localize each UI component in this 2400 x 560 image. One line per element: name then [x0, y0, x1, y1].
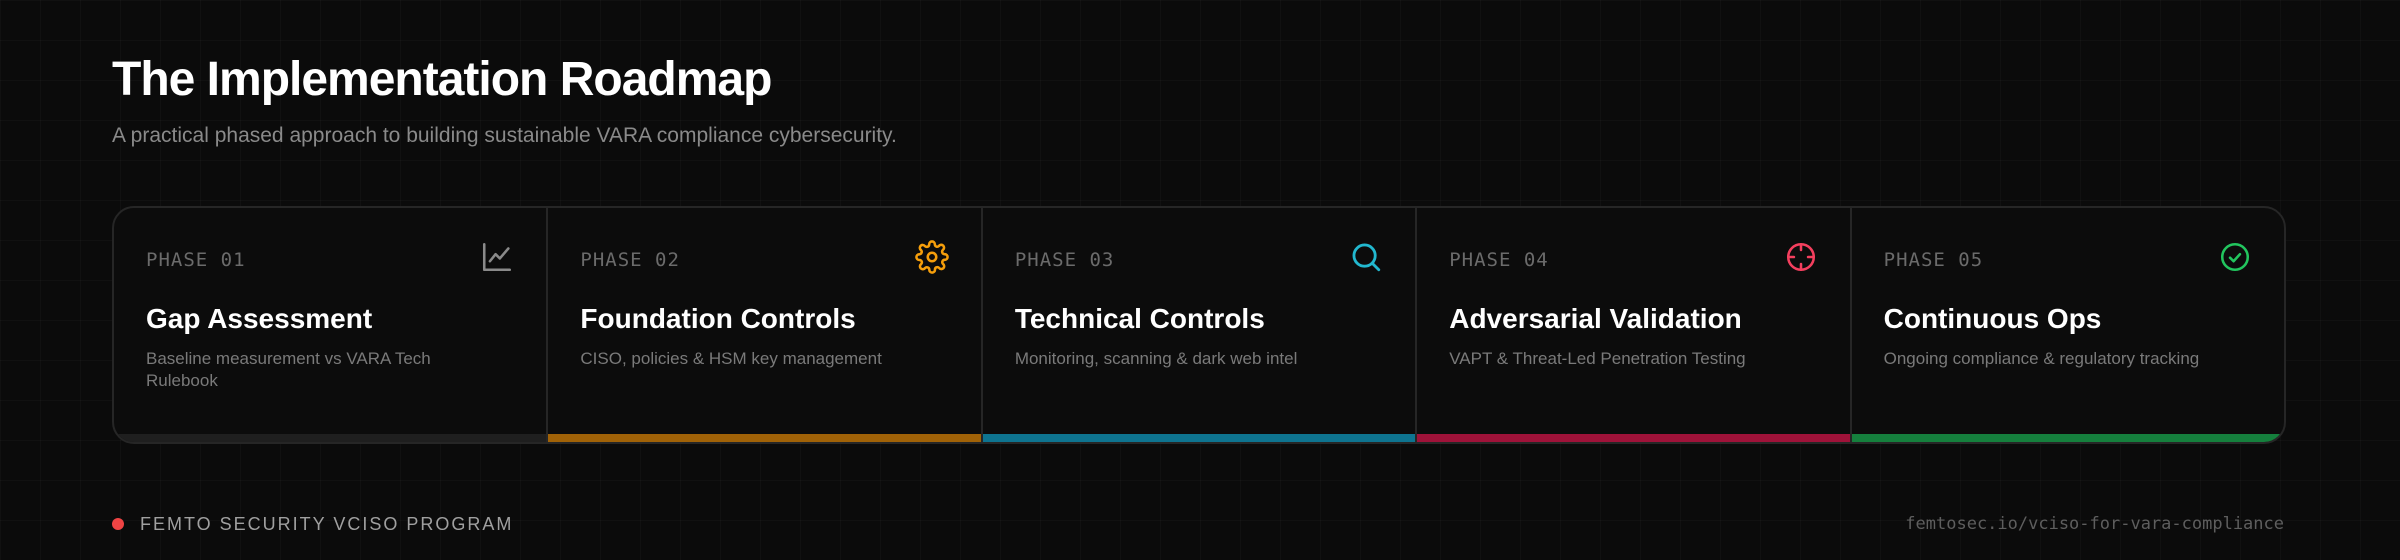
phase-card-5: PHASE 05 Continuous Ops Ongoing complian… — [1851, 208, 2284, 442]
footer-brand: FEMTO SECURITY VCISO PROGRAM — [112, 512, 513, 536]
footer-label: FEMTO SECURITY VCISO PROGRAM — [140, 514, 514, 534]
phase-number: PHASE 02 — [580, 249, 680, 271]
phase-progress-bar — [1851, 434, 2284, 442]
chart-line-icon — [480, 240, 514, 274]
phase-progress-bar — [982, 434, 1416, 442]
phase-number: PHASE 01 — [146, 249, 246, 271]
phase-card-3: PHASE 03 Technical Controls Monitoring, … — [982, 208, 1418, 442]
footer-url: femtosec.io/vciso-for-vara-compliance — [1905, 514, 2284, 534]
page-header: The Implementation Roadmap A practical p… — [112, 52, 897, 150]
phase-description: CISO, policies & HSM key management — [580, 349, 882, 368]
phase-description: VAPT & Threat-Led Penetration Testing — [1449, 349, 1746, 368]
phase-progress-bar — [548, 434, 981, 442]
phase-title: Continuous Ops — [1883, 303, 2102, 334]
phase-number: PHASE 05 — [1883, 249, 1984, 271]
phase-number: PHASE 04 — [1449, 249, 1549, 271]
phase-number: PHASE 03 — [1014, 249, 1115, 271]
phase-title: Gap Assessment — [146, 303, 373, 334]
search-icon — [1349, 240, 1383, 274]
phase-title: Adversarial Validation — [1449, 303, 1742, 334]
phase-card-4: PHASE 04 Adversarial Validation VAPT & T… — [1417, 208, 1852, 442]
phase-card-1: PHASE 01 Gap Assessment Baseline measure… — [114, 208, 549, 442]
page-subtitle: A practical phased approach to building … — [112, 124, 897, 147]
phase-description: Monitoring, scanning & dark web intel — [1014, 349, 1298, 368]
phase-description: Ongoing compliance & regulatory tracking — [1883, 349, 2200, 368]
page-title: The Implementation Roadmap — [112, 53, 772, 106]
gear-icon — [915, 240, 949, 274]
phase-title: Technical Controls — [1014, 303, 1265, 334]
status-dot — [112, 518, 124, 530]
check-circle-icon — [2218, 240, 2252, 274]
phase-progress-bar — [1417, 434, 1850, 442]
phase-card-2: PHASE 02 Foundation Controls CISO, polic… — [548, 208, 983, 442]
phase-description: Baseline measurement vs VARA Tech Rulebo… — [146, 349, 431, 390]
phase-progress-bar — [114, 434, 547, 442]
roadmap-panel: PHASE 01 Gap Assessment Baseline measure… — [112, 206, 2286, 444]
phase-title: Foundation Controls — [580, 303, 856, 334]
crosshair-icon — [1784, 240, 1818, 274]
